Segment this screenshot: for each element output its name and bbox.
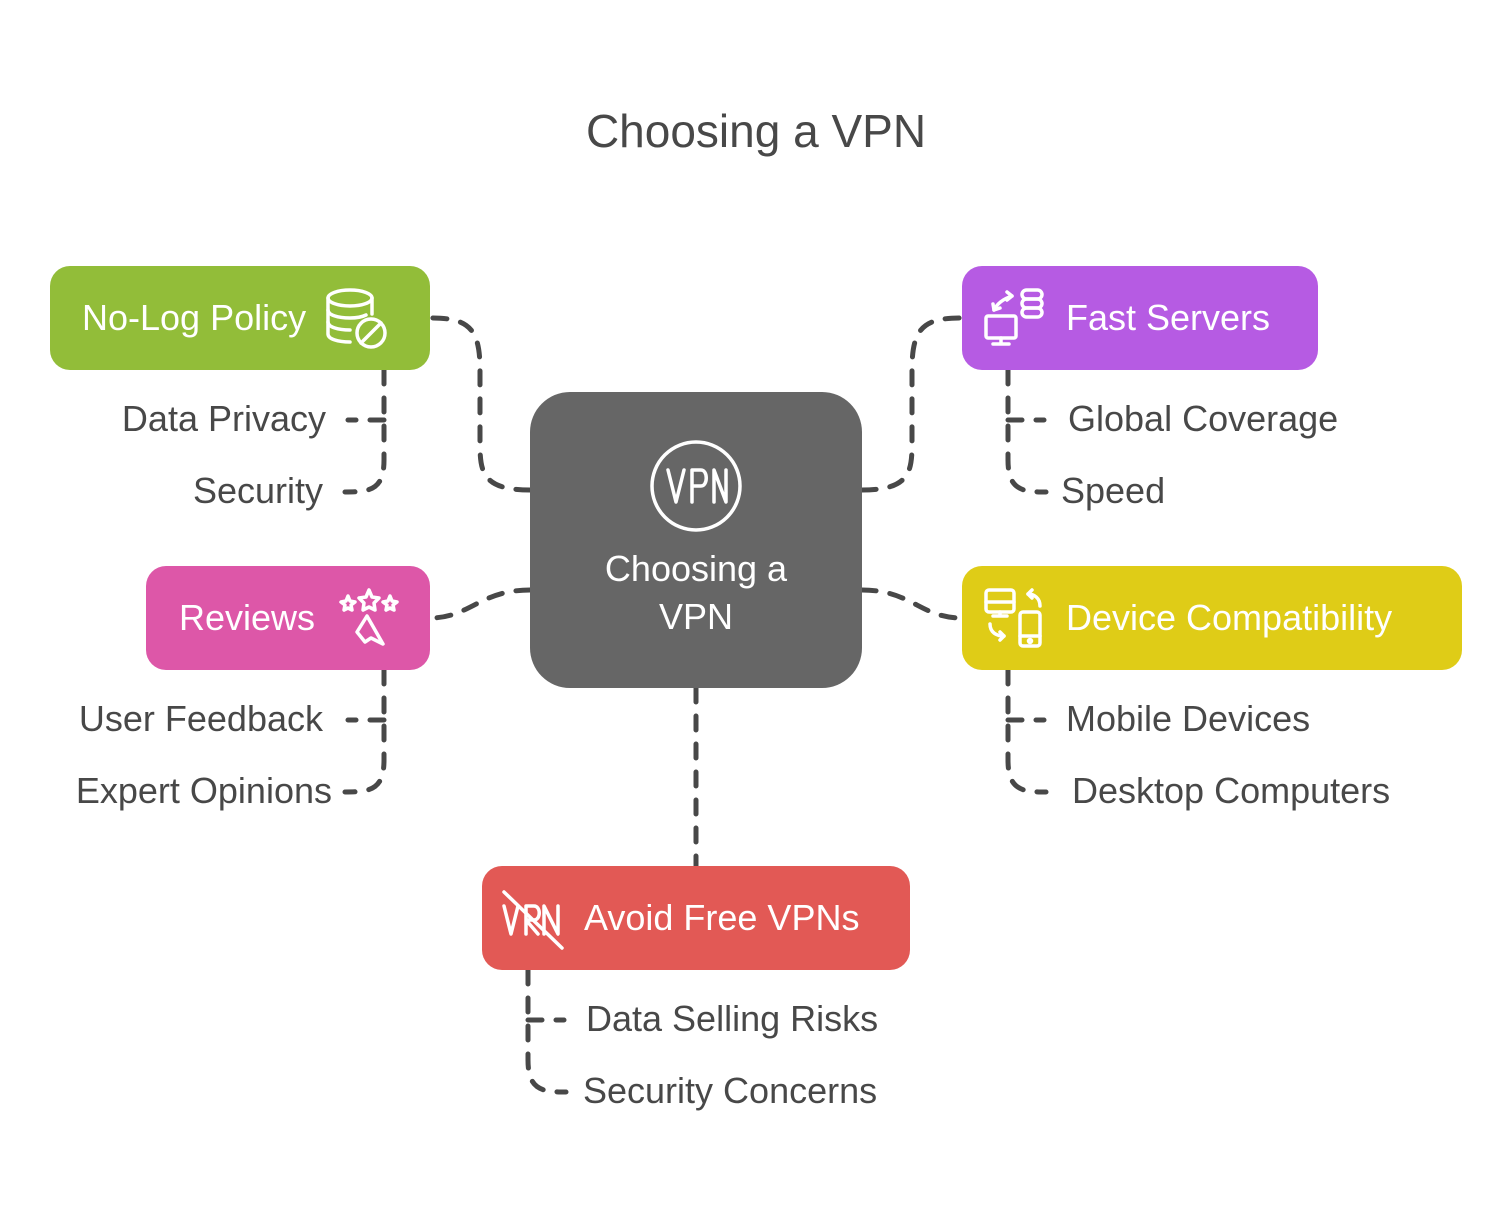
branch-label: Avoid Free VPNs [584, 897, 860, 938]
branch-fast-servers[interactable]: Fast Servers [962, 266, 1318, 370]
connector-center-fast-servers [859, 315, 963, 493]
branch-label: Fast Servers [1066, 297, 1271, 338]
diagram-title: Choosing a VPN [585, 105, 927, 157]
center-node[interactable]: Choosing a VPN [530, 392, 862, 688]
branch-label: No-Log Policy [82, 297, 307, 338]
connector-center-reviews [427, 587, 533, 621]
vpn-crossed-icon [500, 886, 564, 950]
subitem-data-selling-risks: Data Selling Risks [586, 998, 879, 1039]
connector-center-no-log [429, 315, 533, 493]
branch-label: Reviews [179, 597, 316, 638]
branch-reviews[interactable]: Reviews [146, 566, 430, 670]
branch-device-compatibility[interactable]: Device Compatibility [962, 566, 1462, 670]
subitem-mobile-devices: Mobile Devices [1066, 698, 1311, 739]
vpn-circle-icon [648, 438, 744, 534]
connector-center-device [859, 587, 965, 621]
stars-megaphone-icon [337, 586, 401, 650]
connector-avoid-free-children [525, 967, 569, 1095]
subitem-data-privacy: Data Privacy [121, 398, 326, 439]
branch-label: Device Compatibility [1066, 597, 1393, 638]
connector-no-log-children [342, 367, 387, 495]
branch-avoid-free-vpns[interactable]: Avoid Free VPNs [482, 866, 910, 970]
connector-fast-servers-children [1005, 367, 1049, 495]
connector-reviews-children [342, 667, 387, 795]
subitem-desktop-computers: Desktop Computers [1072, 770, 1391, 811]
branch-no-log-policy[interactable]: No-Log Policy [50, 266, 430, 370]
center-node-label: Choosing a VPN [604, 548, 788, 637]
database-blocked-icon [324, 286, 388, 350]
computer-server-sync-icon [982, 286, 1046, 350]
desktop-mobile-sync-icon [982, 586, 1046, 650]
subitem-security: Security [192, 470, 323, 511]
connector-device-children [1005, 667, 1049, 795]
subitem-user-feedback: User Feedback [78, 698, 323, 739]
subitem-expert-opinions: Expert Opinions [75, 770, 332, 811]
subitem-speed: Speed [1061, 470, 1166, 511]
subitem-security-concerns: Security Concerns [583, 1070, 878, 1111]
subitem-global-coverage: Global Coverage [1068, 398, 1339, 439]
